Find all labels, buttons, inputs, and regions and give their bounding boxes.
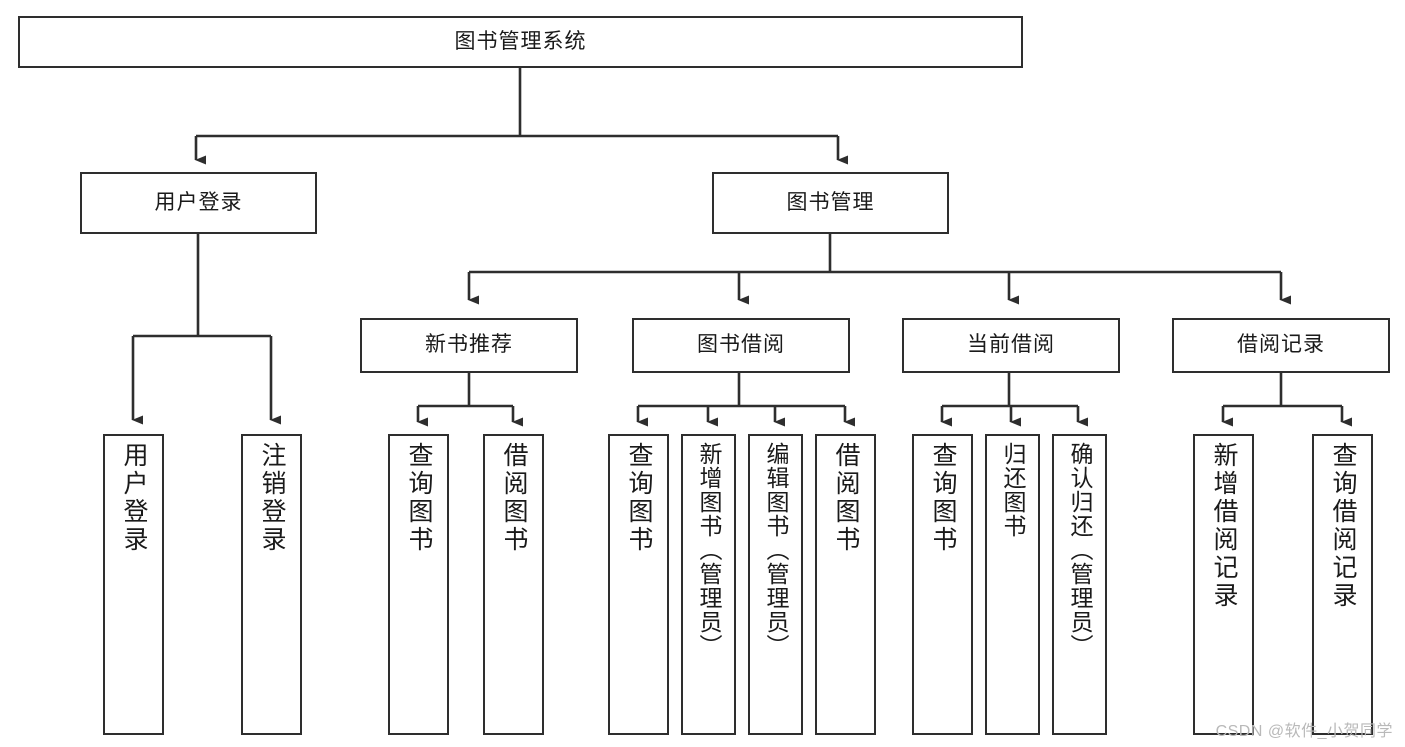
node-root[interactable]: 图书管理系统	[18, 16, 1023, 68]
leaf-add-book-admin[interactable]: 新增图书（管理员）	[681, 434, 736, 735]
leaf-logout-label: 注销登录	[258, 442, 286, 554]
node-borrow-records-label: 借阅记录	[1237, 333, 1325, 357]
leaf-query-books-borrow-label: 查询图书	[625, 442, 653, 554]
leaf-edit-book-admin[interactable]: 编辑图书（管理员）	[748, 434, 803, 735]
leaf-add-borrow-record[interactable]: 新增借阅记录	[1193, 434, 1254, 735]
leaf-user-login-label: 用户登录	[120, 442, 148, 554]
leaf-borrow-books-borrow[interactable]: 借阅图书	[815, 434, 876, 735]
leaf-confirm-return-admin[interactable]: 确认归还（管理员）	[1052, 434, 1107, 735]
leaf-add-book-admin-label: 新增图书（管理员）	[696, 442, 722, 658]
node-current-borrow[interactable]: 当前借阅	[902, 318, 1120, 373]
leaf-borrow-books-newbook[interactable]: 借阅图书	[483, 434, 544, 735]
node-book-management[interactable]: 图书管理	[712, 172, 949, 234]
node-new-book-recommend-label: 新书推荐	[425, 333, 513, 357]
leaf-query-books-newbook-label: 查询图书	[405, 442, 433, 554]
leaf-query-books-current-label: 查询图书	[929, 442, 957, 554]
leaf-query-borrow-record[interactable]: 查询借阅记录	[1312, 434, 1373, 735]
node-root-label: 图书管理系统	[454, 29, 587, 53]
leaf-user-login[interactable]: 用户登录	[103, 434, 164, 735]
leaf-borrow-books-newbook-label: 借阅图书	[500, 442, 528, 554]
leaf-return-books-label: 归还图书	[1000, 442, 1026, 538]
leaf-borrow-books-borrow-label: 借阅图书	[832, 442, 860, 554]
watermark: CSDN @软件_小贺同学	[1215, 723, 1393, 740]
leaf-edit-book-admin-label: 编辑图书（管理员）	[763, 442, 789, 658]
leaf-query-books-current[interactable]: 查询图书	[912, 434, 973, 735]
leaf-confirm-return-admin-label: 确认归还（管理员）	[1067, 442, 1093, 658]
node-book-borrow-label: 图书借阅	[697, 333, 785, 357]
leaf-add-borrow-record-label: 新增借阅记录	[1210, 442, 1238, 610]
leaf-query-books-newbook[interactable]: 查询图书	[388, 434, 449, 735]
node-borrow-records[interactable]: 借阅记录	[1172, 318, 1390, 373]
leaf-query-borrow-record-label: 查询借阅记录	[1329, 442, 1357, 610]
node-current-borrow-label: 当前借阅	[967, 333, 1055, 357]
node-book-management-label: 图书管理	[786, 190, 875, 214]
node-user-login[interactable]: 用户登录	[80, 172, 317, 234]
leaf-query-books-borrow[interactable]: 查询图书	[608, 434, 669, 735]
node-user-login-label: 用户登录	[154, 190, 243, 214]
leaf-logout[interactable]: 注销登录	[241, 434, 302, 735]
leaf-return-books[interactable]: 归还图书	[985, 434, 1040, 735]
node-book-borrow[interactable]: 图书借阅	[632, 318, 850, 373]
node-new-book-recommend[interactable]: 新书推荐	[360, 318, 578, 373]
